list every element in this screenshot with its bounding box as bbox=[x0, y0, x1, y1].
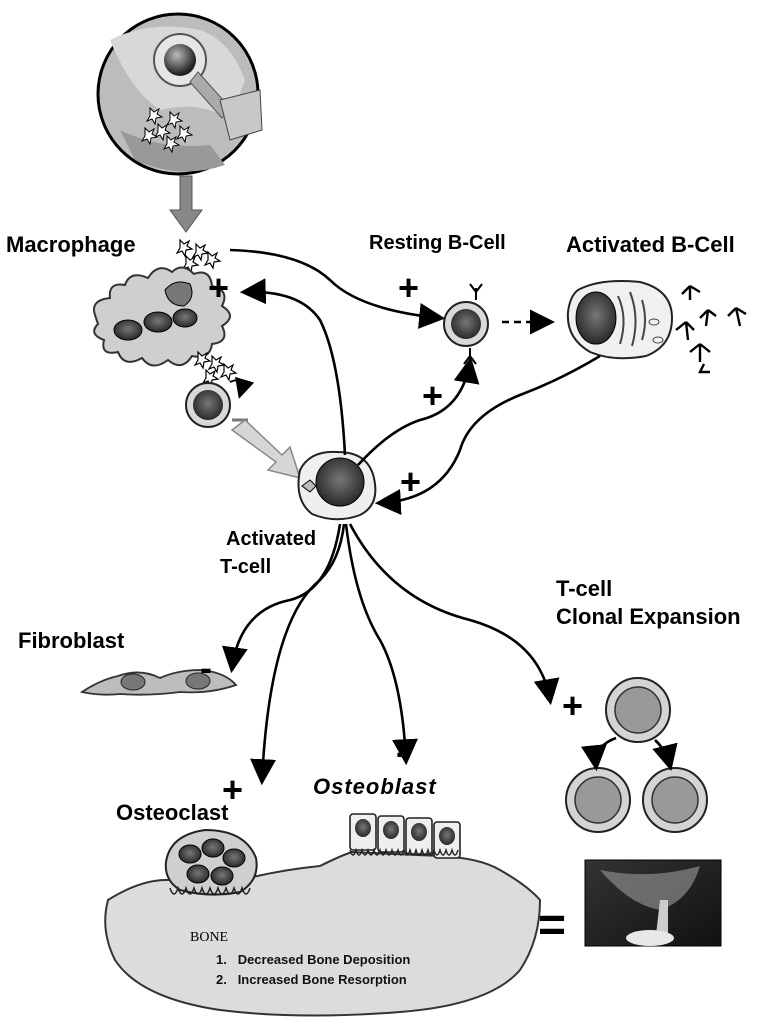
macrophage-cell bbox=[93, 266, 231, 367]
diagonal-arrow-icon bbox=[230, 419, 302, 480]
osteoclast-cell bbox=[164, 828, 258, 896]
fibroblast-label: Fibroblast bbox=[18, 628, 125, 653]
resting-bcell bbox=[443, 283, 489, 365]
activated-tcell-label-line1: Activated bbox=[226, 528, 317, 550]
activated-bcell bbox=[566, 280, 674, 360]
resting-bcell-label: Resting B-Cell bbox=[369, 232, 506, 254]
clonal-expansion-cells bbox=[565, 677, 708, 833]
minus-sign-osteoblast: - bbox=[396, 731, 408, 772]
particle-cluster-icon bbox=[193, 350, 238, 388]
bone-label: BONE bbox=[190, 930, 229, 945]
activated-bcell-label: Activated B-Cell bbox=[566, 232, 735, 257]
presenting-cell bbox=[185, 376, 255, 428]
osteoblast-label: Osteoblast bbox=[313, 774, 437, 799]
osteoblast-cells bbox=[349, 813, 461, 859]
outcome-list: 1. Decreased Bone Deposition 2. Increase… bbox=[216, 950, 410, 990]
antibody-icons bbox=[675, 284, 747, 374]
outcome-item: 1. Decreased Bone Deposition bbox=[216, 952, 411, 967]
plus-sign-osteoclast: + bbox=[222, 769, 244, 810]
plus-sign-bcell-tcell: + bbox=[400, 461, 422, 502]
pathway-arrows bbox=[221, 248, 601, 786]
fibroblast-cells bbox=[79, 669, 238, 696]
plus-sign-tcell-bcell: + bbox=[422, 375, 444, 416]
plus-sign-bcell: + bbox=[398, 267, 420, 308]
minus-sign-fibroblast: - bbox=[200, 647, 212, 688]
equals-sign: = bbox=[538, 899, 567, 952]
tcell-clonal-label-line2: Clonal Expansion bbox=[556, 604, 741, 629]
plus-sign-macrophage: + bbox=[208, 267, 230, 308]
activated-tcell-label-line2: T-cell bbox=[220, 556, 272, 578]
down-arrow-icon bbox=[169, 175, 203, 233]
xray-photo bbox=[584, 859, 722, 947]
activated-tcell bbox=[297, 450, 377, 521]
hip-implant-photo bbox=[96, 12, 263, 176]
plus-sign-clonal: + bbox=[562, 685, 584, 726]
tcell-clonal-label-line1: T-cell bbox=[556, 576, 613, 601]
outcome-item: 2. Increased Bone Resorption bbox=[216, 972, 407, 988]
macrophage-label: Macrophage bbox=[6, 232, 136, 257]
osteoclast-label: Osteoclast bbox=[116, 800, 229, 825]
